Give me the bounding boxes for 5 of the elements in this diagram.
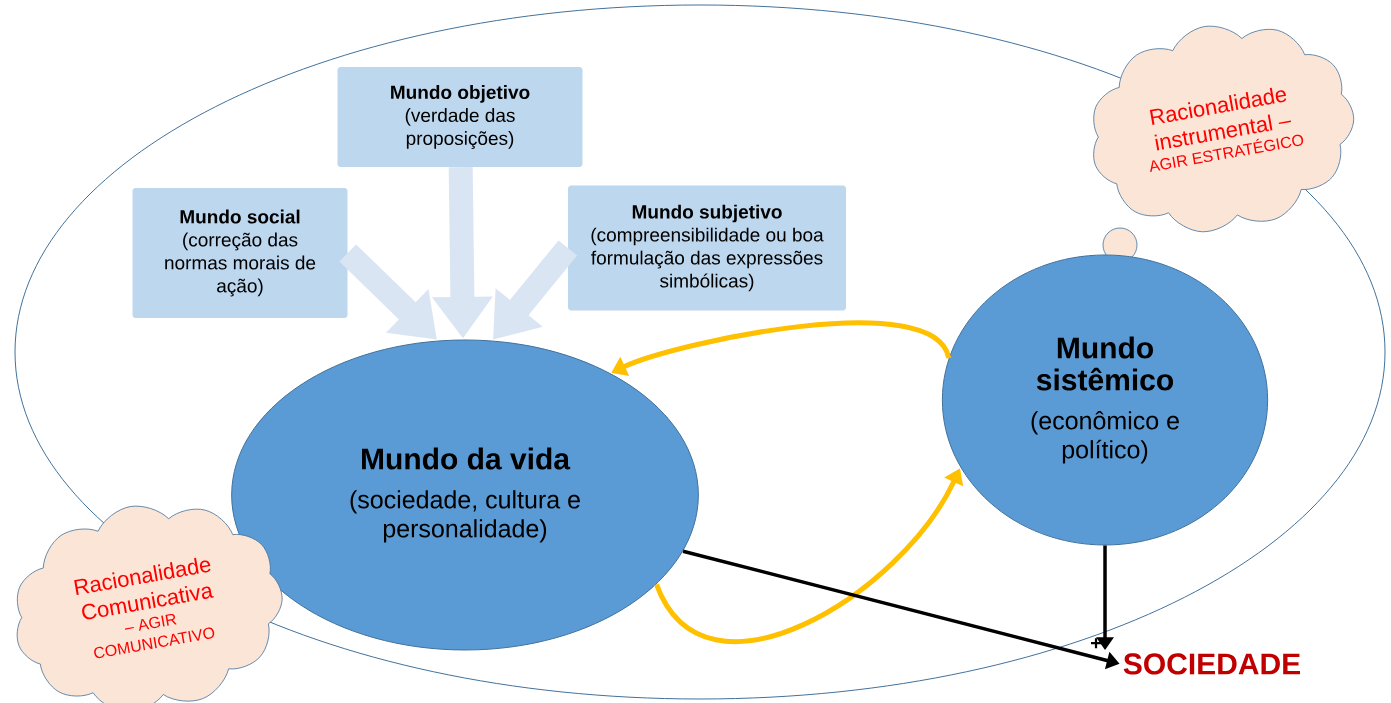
plus-sign: + bbox=[1091, 638, 1102, 649]
world-box: Mundo social (correção das normas morais de ação) bbox=[132, 188, 348, 318]
world-box: Mundo objetivo (verdade das proposições) bbox=[337, 67, 583, 167]
result-label: SOCIEDADE bbox=[1123, 653, 1300, 675]
world-box: Mundo subjetivo (compreensibilidade ou boa formulação das expressões simbólicas) bbox=[568, 185, 846, 311]
